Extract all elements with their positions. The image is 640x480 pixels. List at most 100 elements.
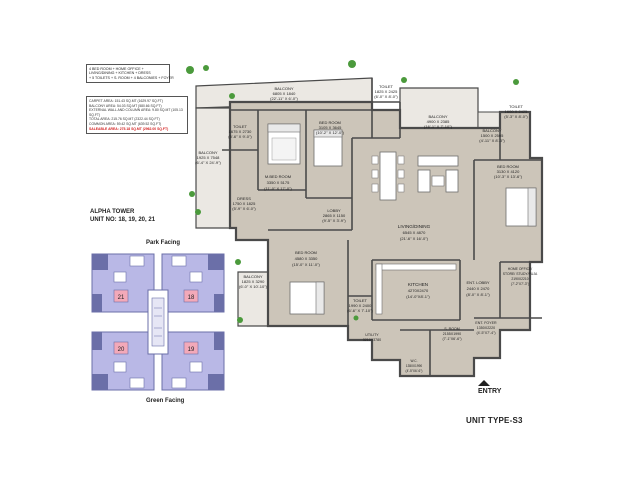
balcony-area: BALCONY AREA: 54.03 SQ.MT (580.66 SQ.FT): [89, 103, 162, 108]
unit-summary-line-1: 4 BED ROOM + HOME OFFICE +: [89, 67, 144, 71]
bed-right-dim-ft: (10'-3" X 13'-6"): [494, 174, 523, 179]
bed-bottom-furniture: [289, 281, 325, 315]
park-facing-label: Park Facing: [146, 240, 181, 246]
balcony-top-dim-ft: (22'-11" X 6'-0"): [270, 96, 298, 101]
utility-dim: 3210X3780: [363, 338, 381, 342]
ent-lobby-dim: 2440 X 2470: [467, 286, 490, 291]
kitchen-name: KITCHEN: [408, 282, 428, 287]
bed-top-dim-ft: (10'-2" X 12'-0"): [316, 130, 345, 135]
key-plan-unit-21: 21: [113, 289, 129, 303]
key-plan-unit-20-label: 20: [118, 347, 125, 353]
kitchen-dim: 4270X2470: [408, 288, 429, 293]
dress-name: DRESS: [237, 196, 251, 201]
lobby-dim: 2865 X 1150: [323, 213, 346, 218]
common-area: COMMON AREA: 59.42 SQ.MT (639.52 SQ.FT): [89, 121, 162, 126]
plant-icon: [513, 79, 519, 85]
balcony-left-name: BALCONY: [198, 150, 217, 155]
plant-icon: [348, 60, 356, 68]
total-area: TOTAL AREA: 215.76 SQ.MT (2322.44 SQ.FT): [89, 117, 160, 122]
room-labels: BALCONY 6805 X 1840 (22'-11" X 6'-0") TO…: [195, 84, 538, 373]
toilet-bottom-dim-ft: (6'-6" X 7'-10"): [347, 308, 373, 313]
dress-dim: 1750 X 1825: [233, 201, 256, 206]
balcony-right-name: BALCONY: [428, 114, 447, 119]
plant-icon: [235, 259, 241, 265]
balcony-right-dim: 4900 X 2385: [427, 119, 450, 124]
key-plan-bottom-left: [91, 331, 155, 391]
key-plan-unit-21-label: 21: [118, 295, 125, 301]
key-plan-unit-19: 19: [183, 341, 199, 355]
carpet-area: CARPET AREA: 151.43 SQ.MT (1629.97 SQ.FT…: [89, 99, 163, 103]
bed-right-furniture: [505, 187, 537, 227]
plant-icon: [189, 191, 195, 197]
toilet-right-dim: 1600 X 2425: [505, 109, 528, 114]
plants: [186, 60, 519, 323]
wall-area: EXTERNAL WALL AND COLUMN AREA: 9.80 SQ.M…: [89, 108, 183, 117]
toilet-left-name: TOILET: [233, 124, 247, 129]
wc-dim: 1350X1990: [406, 364, 423, 368]
toilet-bottom-name: TOILET: [353, 298, 367, 303]
dining-table: [371, 151, 405, 201]
master-bed-name: M.BED ROOM: [265, 174, 291, 179]
entry-arrow-icon: [478, 380, 490, 386]
lobby-name: LOBBY: [327, 208, 341, 213]
wc-name: W.C.: [411, 359, 418, 363]
kitchen-counter: [375, 263, 457, 315]
ent-foyer-name: ENT. FOYER: [475, 321, 497, 325]
unit-summary-box: 4 BED ROOM + HOME OFFICE + LIVING/DINING…: [86, 64, 174, 84]
lobby-dim-ft: (9'-5" X 3'-9"): [322, 218, 346, 223]
balcony-right-dim-ft: (16'-1" X 7'-10"): [424, 124, 453, 129]
key-plan-top-left: [91, 253, 155, 313]
balcony-top-dim: 6805 X 1840: [273, 91, 296, 96]
dress-dim-ft: (5'-9" X 6'-0"): [232, 206, 256, 211]
bed-bottom-dim: 4580 X 3350: [295, 256, 318, 261]
sofa-set: [417, 155, 459, 193]
home-office-name: HOME OFFICE/: [508, 267, 533, 271]
ent-foyer-dim-ft: (4'-5"X7'-4"): [476, 331, 495, 335]
saleable-area: SALEABLE AREA: 275.18 SQ.MT (2962.00 SQ.…: [89, 126, 169, 131]
balcony-bottom-dim-ft: (6'-0" X 10'-10"): [239, 284, 268, 289]
master-bed-dim-ft: (11'-0" X 17'-0"): [264, 186, 292, 191]
bed-top-name: BED ROOM: [319, 120, 341, 125]
green-facing-label: Green Facing: [146, 398, 185, 404]
balcony-small-dim-ft: (4'-11" X 8'-3"): [479, 138, 505, 143]
key-plan-unit-19-label: 19: [188, 347, 195, 353]
master-bed-furniture: [267, 123, 301, 165]
s-room-name: S. ROOM: [444, 327, 460, 331]
living-dim-ft: (21'-6" X 16'-0"): [400, 236, 429, 241]
toilet-bottom-dim: 1990 X 2400: [349, 303, 372, 308]
living-name: LIVING/DINING: [398, 224, 431, 229]
balcony-bottom-dim: 1825 X 3290: [242, 279, 265, 284]
plant-icon: [229, 93, 235, 99]
unit-type-label: UNIT TYPE-S3: [466, 416, 523, 425]
s-room-dim: 2155X1990: [443, 332, 461, 336]
unit-summary-line-2: LIVING/DINING + KITCHEN + DRESS: [89, 71, 151, 76]
bed-right-dim: 3130 X 4120: [497, 169, 520, 174]
kitchen-dim-ft: (14'-0"X8'-1"): [406, 294, 430, 299]
plant-icon: [237, 317, 243, 323]
tower-units: UNIT NO: 18, 19, 20, 21: [90, 217, 156, 223]
key-plan: 21 18 20 19: [91, 253, 225, 391]
ent-lobby-name: ENT. LOBBY: [466, 280, 489, 285]
key-plan-unit-20: 20: [113, 341, 129, 355]
plant-icon: [195, 209, 201, 215]
home-office-dim-ft: (7'-2"X7'-3"): [511, 282, 529, 286]
key-plan-bottom-right: [161, 331, 225, 391]
key-plan-unit-18-label: 18: [188, 295, 195, 301]
toilet-top-name: TOILET: [379, 84, 393, 89]
key-plan-unit-18: 18: [183, 289, 199, 303]
bed-right-name: BED ROOM: [497, 164, 519, 169]
toilet-top-dim-ft: (6'-0" X 8'-0"): [374, 94, 398, 99]
area-statement-box: CARPET AREA: 151.43 SQ.MT (1629.97 SQ.FT…: [86, 96, 188, 135]
toilet-top-dim: 1825 X 2425: [375, 89, 398, 94]
balcony-bottom-name: BALCONY: [243, 274, 262, 279]
ent-foyer-dim: 1350X2220: [477, 326, 495, 330]
plant-icon: [401, 77, 407, 83]
s-room-dim-ft: (7'-1"X6'-6"): [442, 337, 461, 341]
balcony-left-dim: 1925 X 7548: [197, 155, 220, 160]
master-bed-dim: 3350 X 5175: [267, 180, 290, 185]
bed-bottom-name: BED ROOM: [295, 250, 317, 255]
entry-label: ENTRY: [478, 388, 502, 395]
tower-info: ALPHA TOWER UNIT NO: 18, 19, 20, 21: [90, 208, 155, 224]
balcony-small-name: BALCONY: [482, 128, 501, 133]
balcony-top-name: BALCONY: [274, 86, 293, 91]
